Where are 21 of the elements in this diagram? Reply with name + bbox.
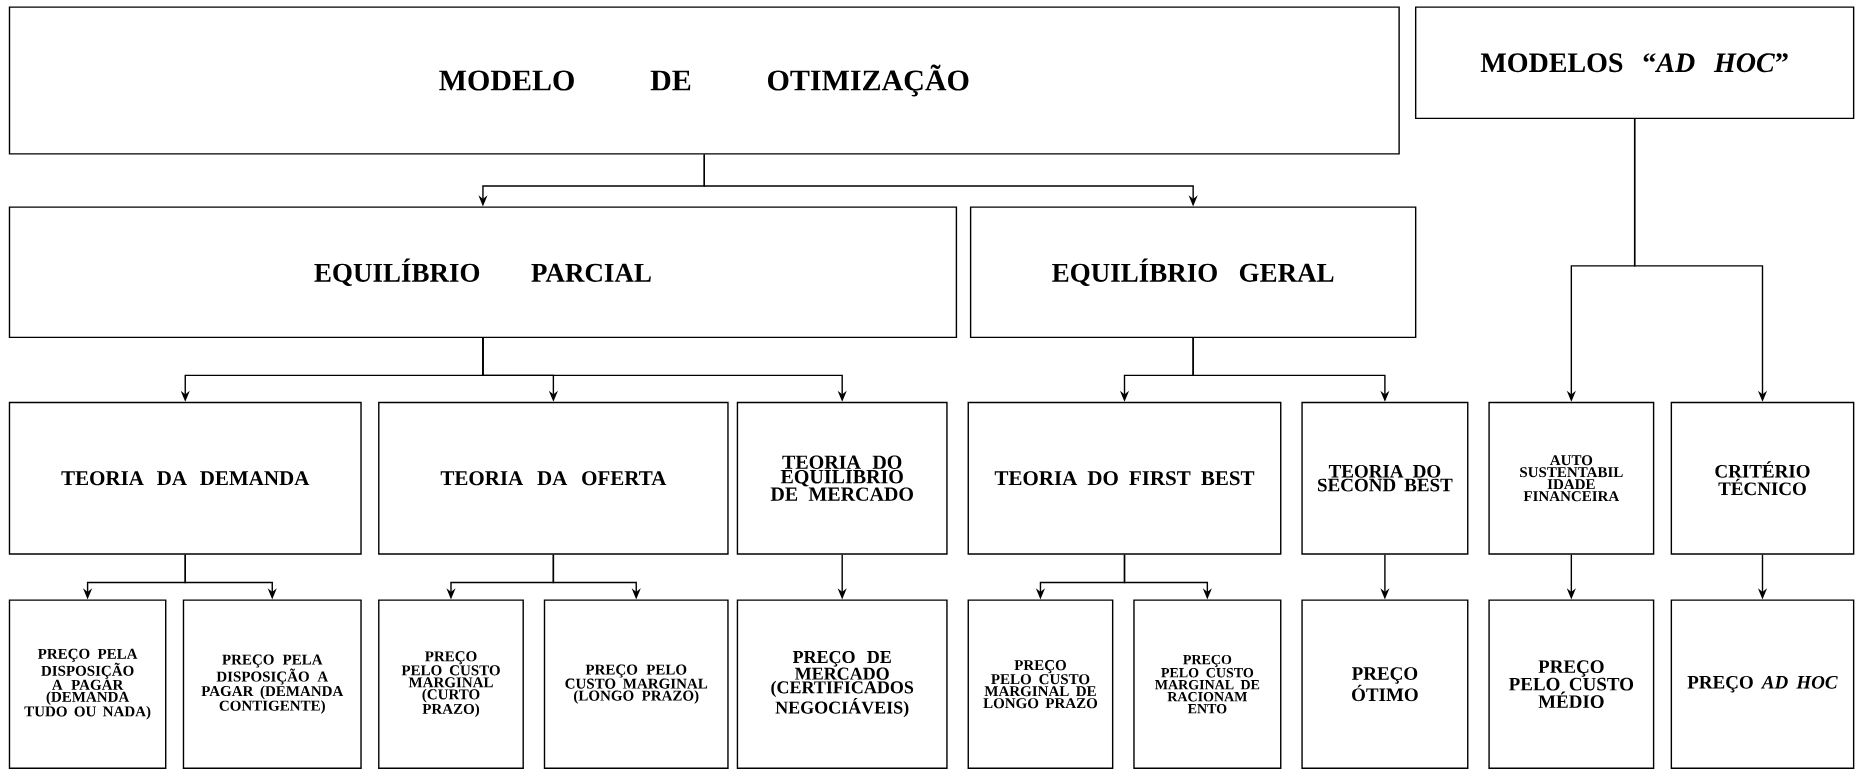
category-box: EQUILÍBRIO GERAL xyxy=(969,206,1417,339)
theory-box: TEORIA DO FIRST BEST xyxy=(967,401,1282,555)
model-box: MODELO DE OTIMIZAÇÃO xyxy=(8,6,1400,155)
price-box: PREÇO PELO CUSTO MARGINAL DE RACIONAM ENTO xyxy=(1133,599,1282,769)
theory-box: CRITÉRIO TÉCNICO xyxy=(1670,401,1855,555)
price-box: PREÇO PELO CUSTO MARGINAL (CURTO PRAZO) xyxy=(378,599,524,769)
price-box: PREÇO PELO CUSTO MÉDIO xyxy=(1488,599,1655,769)
theory-box: TEORIA DA OFERTA xyxy=(378,401,729,555)
category-box: EQUILÍBRIO PARCIAL xyxy=(8,206,958,339)
theory-box: AUTO SUSTENTABIL IDADE FINANCEIRA xyxy=(1488,401,1655,555)
theory-box: TEORIA DO SECOND BEST xyxy=(1301,401,1469,555)
price-box: PREÇO PELO CUSTO MARGINAL DE LONGO PRAZO xyxy=(967,599,1114,769)
price-box: PREÇO PELA DISPOSIÇÃO A PAGAR (DEMANDA TUDO OU NADA) xyxy=(8,599,167,769)
theory-box: TEORIA DA DEMANDA xyxy=(8,401,362,555)
price-box: PREÇO DE MERCADO (CERTIFICADOS NEGOCIÁVEIS) xyxy=(736,599,948,769)
theory-box: TEORIA DO EQUILIBRIO DE MERCADO xyxy=(736,401,948,555)
price-box: PREÇO AD HOC xyxy=(1670,599,1855,769)
price-box: PREÇO PELO CUSTO MARGINAL (LONGO PRAZO) xyxy=(543,599,729,769)
price-box: PREÇO ÓTIMO xyxy=(1301,599,1469,769)
model-box: MODELOS “AD HOC” xyxy=(1415,6,1855,120)
price-box: PREÇO PELA DISPOSIÇÃO A PAGAR (DEMANDA CONTIGENTE) xyxy=(182,599,362,769)
